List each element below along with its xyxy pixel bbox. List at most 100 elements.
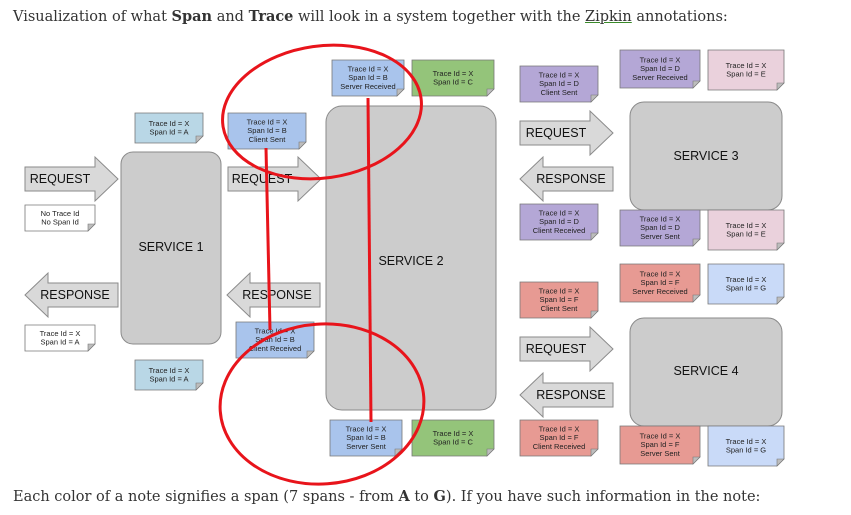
request-arrow-label: REQUEST — [526, 126, 587, 140]
note-fold — [776, 458, 785, 467]
note-line: Trace Id = X — [640, 432, 681, 441]
note-line: Client Received — [533, 226, 586, 235]
footer-span-a: A — [398, 488, 410, 505]
note-line: Trace Id = X — [149, 119, 190, 128]
intro-span-word: Span — [171, 8, 213, 25]
note-line: Span Id = B — [346, 433, 385, 442]
note-line: Trace Id = X — [433, 69, 474, 78]
note-fold — [590, 94, 599, 103]
service-4-box — [629, 317, 783, 427]
note-line: Client Received — [249, 344, 302, 353]
request-arrow-label: REQUEST — [30, 172, 91, 186]
note-line: Client Sent — [541, 88, 579, 97]
intro-text: will look in a system together with the — [293, 9, 586, 25]
note-line: No Trace Id — [41, 209, 80, 218]
request-arrow-to-service-4: REQUEST — [519, 325, 614, 373]
note-line: Trace Id = X — [726, 275, 767, 284]
request-arrow-label: REQUEST — [526, 342, 587, 356]
note-line: Span Id = B — [255, 335, 294, 344]
red-line-right — [366, 97, 373, 423]
red-circle-bottom — [218, 322, 426, 486]
intro-text: and — [212, 9, 249, 25]
request-arrow-incoming: REQUEST — [24, 155, 119, 203]
note-line: Trace Id = X — [640, 215, 681, 224]
red-annotations — [218, 43, 426, 486]
note-line: Trace Id = X — [348, 65, 389, 74]
note-line: Span Id = D — [640, 223, 680, 232]
note-fold — [195, 382, 204, 391]
note-fold — [298, 141, 307, 150]
note-fold — [306, 350, 315, 359]
note-line: Server Received — [632, 287, 687, 296]
note-fold — [692, 80, 701, 89]
note-line: Span Id = D — [640, 64, 680, 73]
response-arrow-from-service-3: RESPONSE — [519, 155, 614, 203]
note-line: Span Id = G — [726, 284, 766, 293]
response-arrow-label: RESPONSE — [40, 288, 109, 302]
note-line: Trace Id = X — [346, 425, 387, 434]
note-line: Trace Id = X — [539, 71, 580, 80]
note-line: Server Sent — [640, 449, 681, 458]
note-line: Trace Id = X — [255, 327, 296, 336]
note-line: Span Id = E — [726, 230, 765, 239]
note-fold — [396, 88, 405, 97]
response-arrow-outgoing: RESPONSE — [24, 271, 119, 319]
note-line: Trace Id = X — [149, 366, 190, 375]
response-arrow-from-service-2: RESPONSE — [226, 271, 321, 319]
note-line: Span Id = C — [433, 78, 473, 87]
note-line: Trace Id = X — [247, 118, 288, 127]
response-arrow-label: RESPONSE — [242, 288, 311, 302]
response-arrow-from-service-4: RESPONSE — [519, 371, 614, 419]
note-line: Client Received — [533, 442, 586, 451]
note-line: Trace Id = X — [640, 270, 681, 279]
note-line: Trace Id = X — [40, 329, 81, 338]
intro-trace-word: Trace — [248, 8, 294, 25]
service-1-box — [120, 151, 222, 345]
note-line: Span Id = F — [540, 295, 579, 304]
request-arrow-label: REQUEST — [232, 172, 293, 186]
red-line-left — [264, 147, 272, 331]
note-fold — [692, 456, 701, 465]
note-line: Trace Id = X — [726, 221, 767, 230]
note-fold — [590, 232, 599, 241]
note-line: Span Id = F — [540, 433, 579, 442]
note-line: Client Sent — [249, 135, 287, 144]
note-line: Server Received — [632, 73, 687, 82]
note-line: Client Sent — [541, 304, 579, 313]
note-line: Span Id = F — [641, 440, 680, 449]
note-fold — [692, 238, 701, 247]
intro-caption: Visualization of what Span and Trace wil… — [13, 8, 728, 25]
note-line: Trace Id = X — [539, 287, 580, 296]
note-fold — [394, 448, 403, 457]
note-fold — [776, 296, 785, 305]
note-line: Trace Id = X — [640, 56, 681, 65]
footer-caption: Each color of a note signifies a span (7… — [13, 488, 760, 505]
note-fold — [87, 343, 96, 352]
note-line: Span Id = D — [539, 79, 579, 88]
note-line: Span Id = B — [348, 73, 387, 82]
zipkin-link[interactable]: Zipkin — [585, 9, 632, 25]
request-arrow-to-service-3: REQUEST — [519, 109, 614, 157]
service-2-label: SERVICE 2 — [378, 254, 443, 268]
